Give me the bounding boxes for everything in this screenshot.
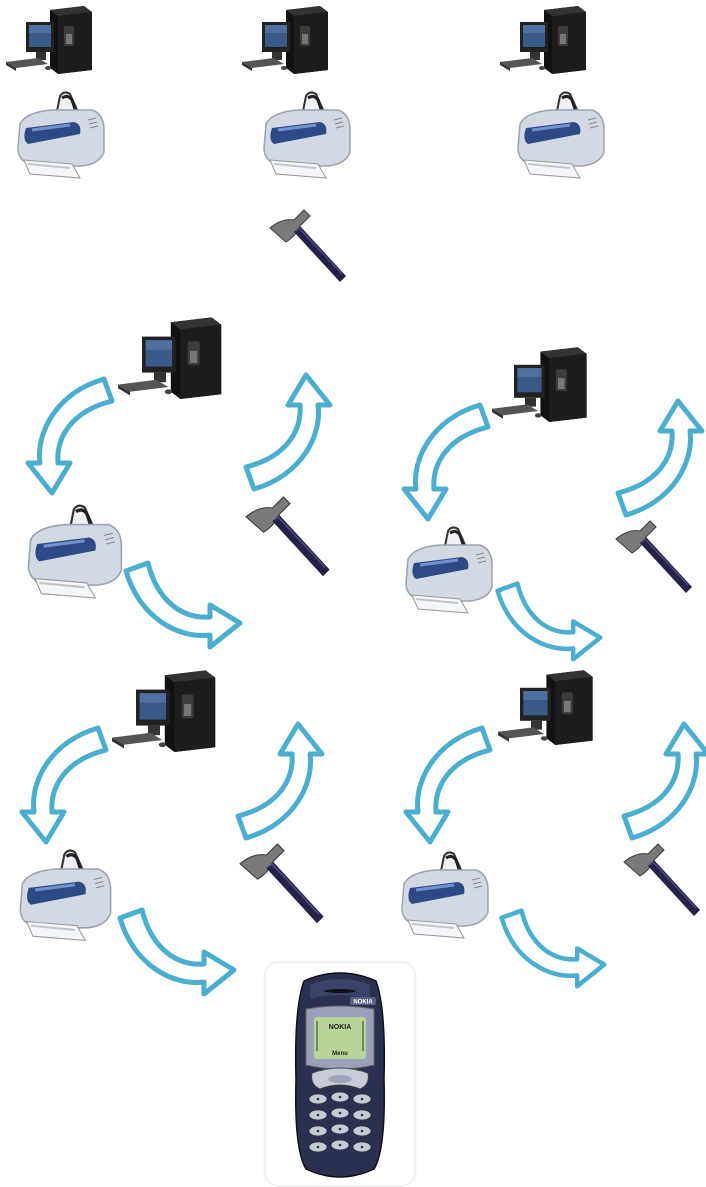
cycle-diagram — [384, 668, 706, 978]
curved-arrow-icon — [26, 375, 126, 505]
curved-arrow-icon — [112, 910, 252, 1000]
phone-brand-text: NOKIA — [353, 1000, 373, 1006]
printer-icon — [258, 90, 354, 182]
printer-icon — [396, 850, 496, 946]
computer-icon — [500, 4, 594, 76]
printer-icon — [512, 90, 608, 182]
hammer-icon — [246, 497, 336, 587]
mobile-phone-icon: NOKIA NOKIA Menu — [290, 969, 390, 1181]
computer-icon — [498, 668, 598, 744]
phone-screen-text: NOKIA — [329, 1024, 352, 1031]
cycle-diagram — [0, 668, 340, 978]
phone-menu-label: Menu — [332, 1051, 348, 1057]
computer-icon — [492, 345, 592, 421]
hammer-icon — [270, 210, 350, 290]
curved-arrow-icon — [404, 724, 504, 854]
computer-icon — [112, 668, 222, 748]
computer-icon — [6, 4, 100, 76]
mobile-phone-card: NOKIA NOKIA Menu — [266, 963, 414, 1185]
hammer-icon — [240, 844, 330, 934]
hammer-icon — [624, 844, 706, 928]
computer-icon — [242, 4, 336, 76]
curved-arrow-icon — [224, 712, 324, 842]
curved-arrow-icon — [490, 583, 630, 663]
curved-arrow-icon — [118, 563, 258, 653]
curved-arrow-icon — [20, 724, 120, 854]
printer-icon — [22, 503, 126, 603]
printer-icon — [14, 848, 118, 948]
cycle-diagram — [0, 315, 340, 645]
printer-icon — [400, 525, 500, 621]
curved-arrow-icon — [604, 389, 704, 519]
curved-arrow-icon — [494, 910, 634, 990]
curved-arrow-icon — [232, 363, 332, 493]
computer-icon — [118, 315, 228, 395]
curved-arrow-icon — [402, 401, 502, 531]
cycle-diagram — [384, 345, 706, 645]
curved-arrow-icon — [610, 712, 706, 842]
printer-icon — [12, 90, 108, 182]
